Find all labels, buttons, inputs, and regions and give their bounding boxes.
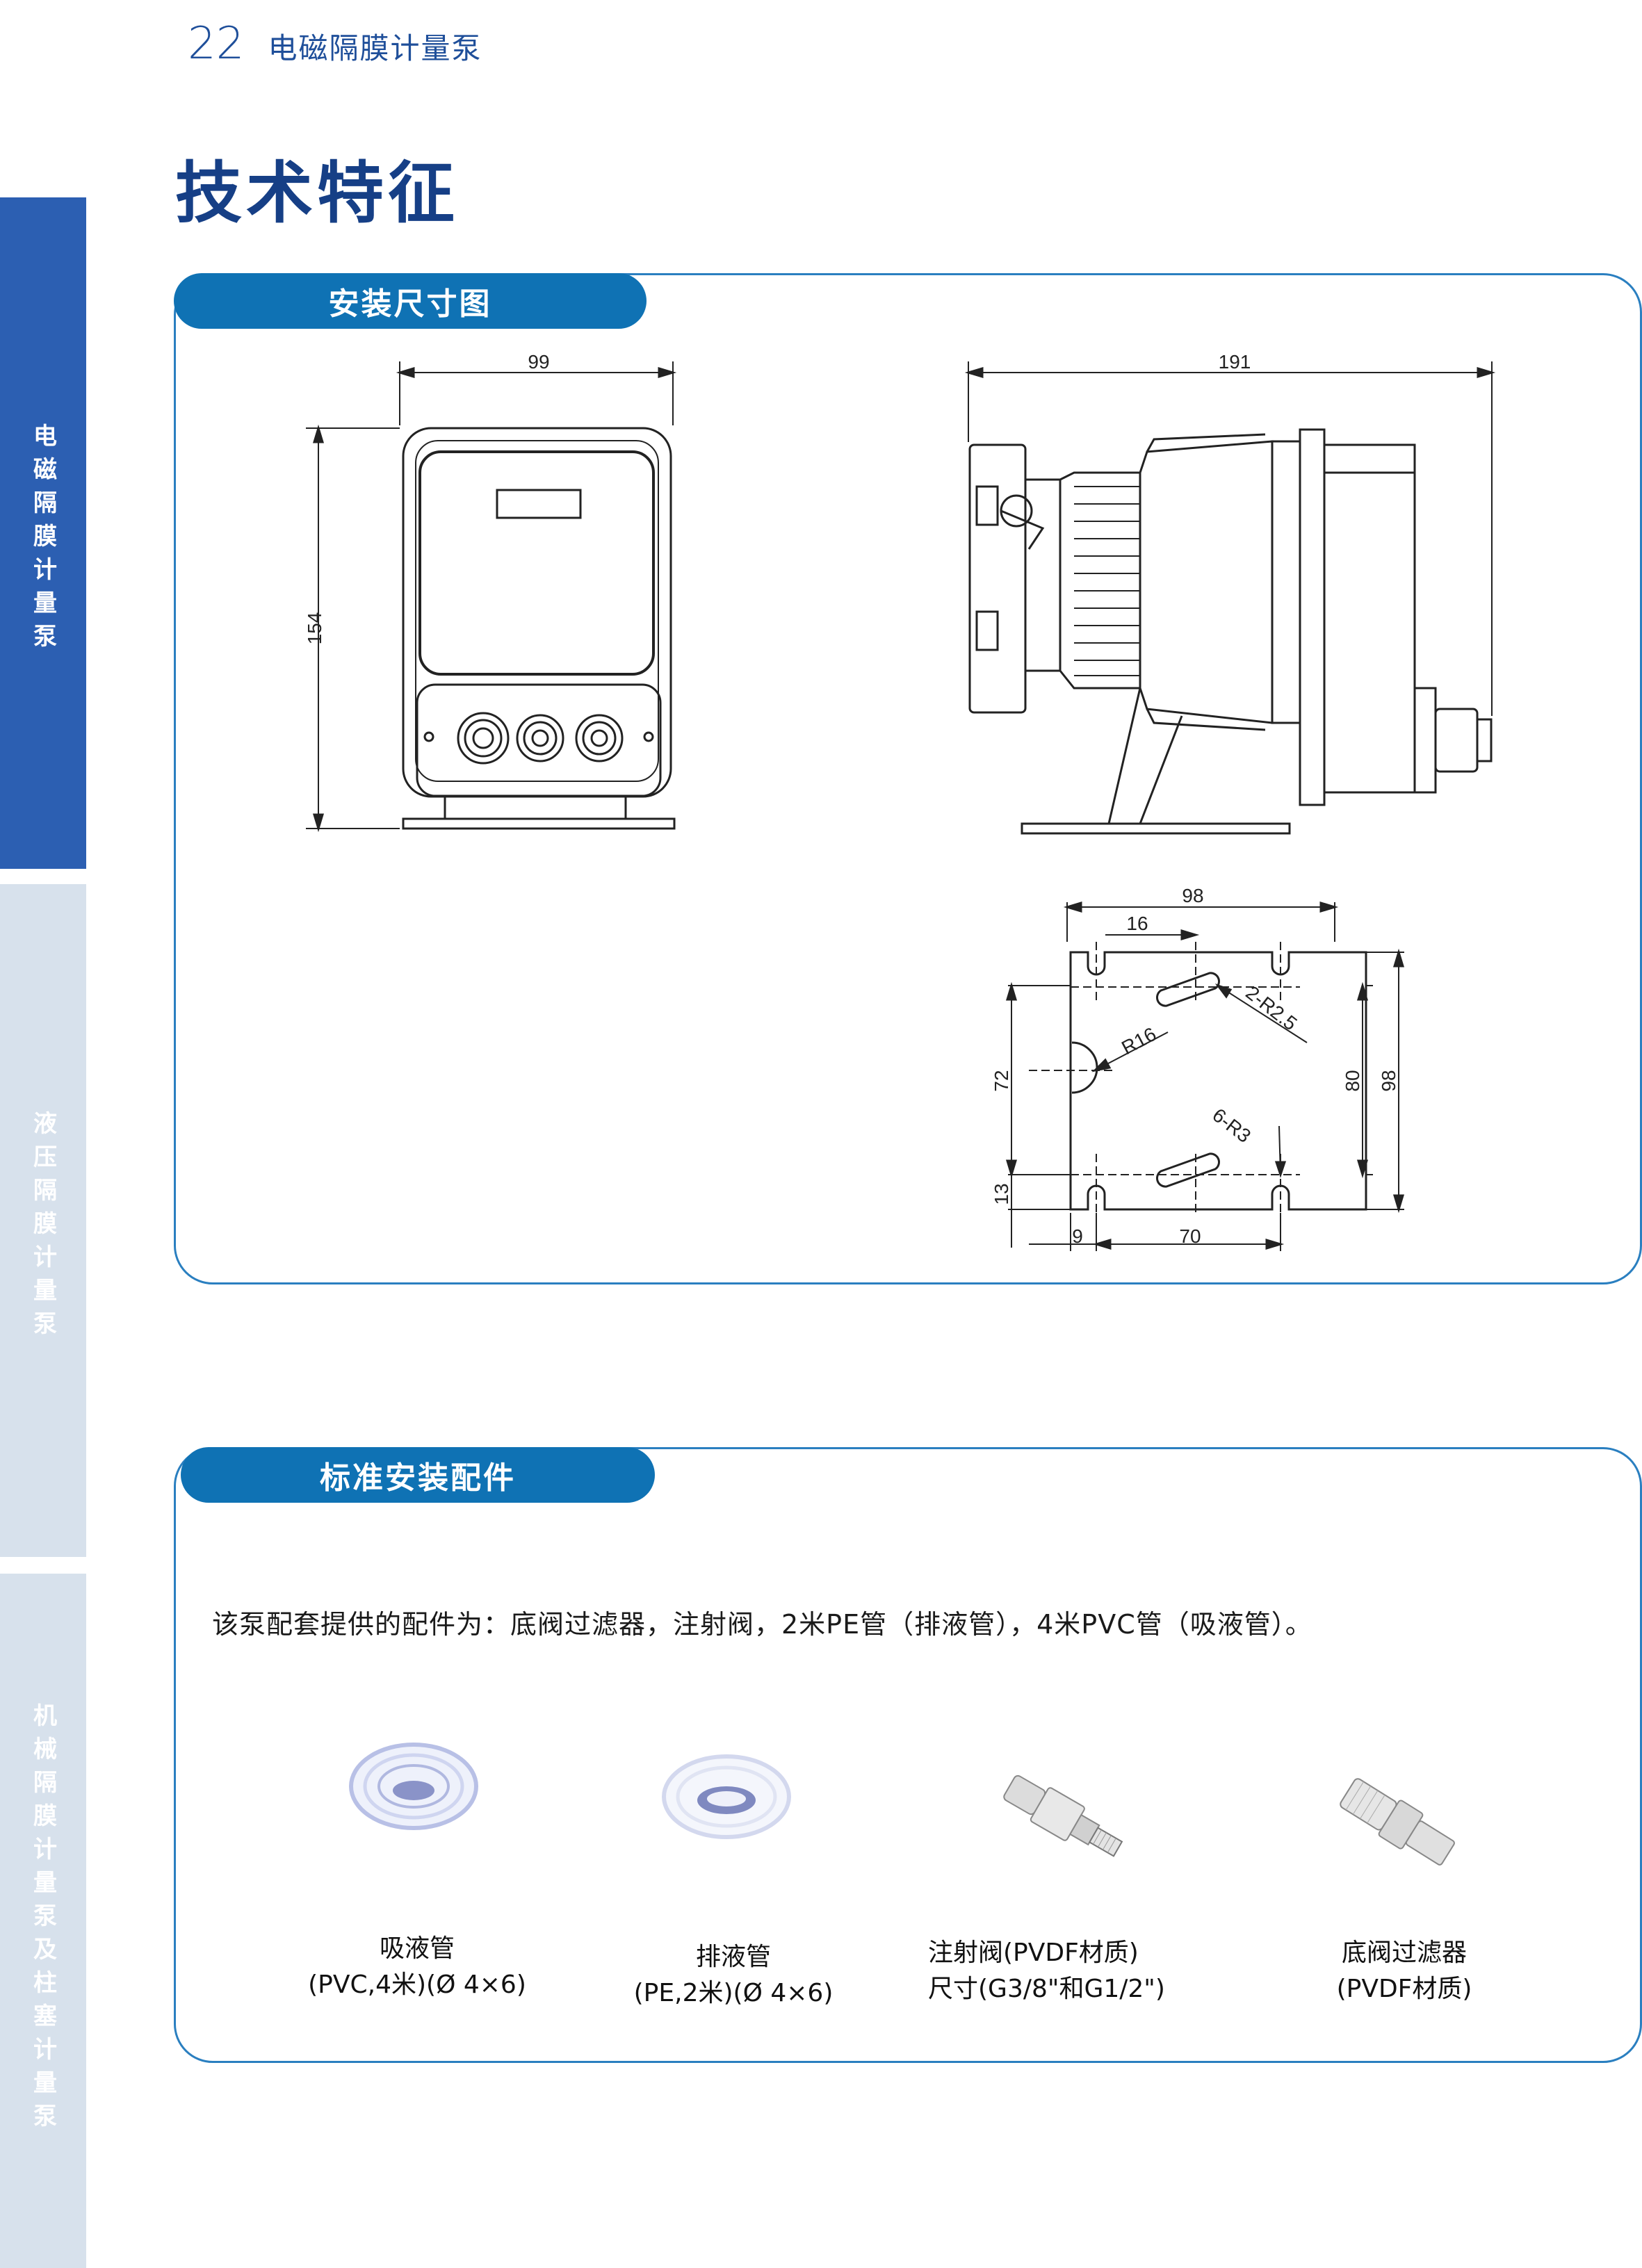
dim-left-9: 9 xyxy=(1072,1225,1083,1247)
accessory-pe-tube: 排液管 (PE,2米)(Ø 4×6) xyxy=(633,1943,834,2007)
dim-base-width: 98 xyxy=(1182,885,1203,906)
dim-height-80: 80 xyxy=(1342,1070,1363,1091)
accessory-foot-valve-filter: 底阀过滤器 (PVDF材质) xyxy=(1336,1939,1472,2003)
dim-height-13: 13 xyxy=(991,1183,1012,1205)
page-header: 22 电磁隔膜计量泵 xyxy=(188,18,482,70)
page-number: 22 xyxy=(188,18,245,70)
side-tab-mechanical[interactable]: 机械隔膜计量泵及柱塞计量泵 xyxy=(0,1574,86,2268)
front-view-drawing xyxy=(306,361,677,833)
section-title-dimensions: 安装尺寸图 xyxy=(174,273,647,329)
side-view-drawing xyxy=(964,361,1496,835)
pe-tube-image xyxy=(662,1754,791,1839)
page-title: 技术特征 xyxy=(175,154,459,232)
side-tab-hydraulic[interactable]: 液压隔膜计量泵 xyxy=(0,884,86,1557)
dim-hole-radius: 6-R3 xyxy=(1208,1104,1255,1147)
section-title-accessories: 标准安装配件 xyxy=(181,1447,655,1503)
accessory-pvc-tube: 吸液管 (PVC,4米)(Ø 4×6) xyxy=(308,1934,526,1999)
dim-arc-radius: R16 xyxy=(1118,1023,1160,1059)
dim-span-70: 70 xyxy=(1179,1225,1201,1247)
foot-valve-filter-image xyxy=(1340,1778,1455,1866)
accessory-injection-valve: 注射阀(PVDF材质) 尺寸(G3/8"和G1/2") xyxy=(928,1939,1165,2003)
dim-front-width: 99 xyxy=(528,351,549,373)
accessories-intro: 该泵配套提供的配件为：底阀过滤器，注射阀，2米PE管（排液管），4米PVC管（吸… xyxy=(212,1609,1312,1640)
dimension-drawings: 99 154 191 98 16 2-R2.5 R16 6-R3 72 13 8… xyxy=(304,351,1496,1251)
base-plate-drawing xyxy=(1005,901,1405,1251)
injection-valve-image xyxy=(1003,1775,1123,1857)
side-tab-electromagnetic[interactable]: 电磁隔膜计量泵 xyxy=(0,197,86,869)
pvc-tube-image xyxy=(349,1743,478,1830)
dim-side-length: 191 xyxy=(1219,351,1251,373)
dim-slot-radius: 2-R2.5 xyxy=(1242,981,1301,1034)
dim-height-72: 72 xyxy=(991,1070,1012,1091)
dim-front-height: 154 xyxy=(304,612,325,645)
dim-height-98: 98 xyxy=(1378,1070,1399,1091)
dimension-panel xyxy=(174,273,1642,1284)
header-title: 电磁隔膜计量泵 xyxy=(268,31,482,65)
dim-base-offset: 16 xyxy=(1126,913,1148,934)
